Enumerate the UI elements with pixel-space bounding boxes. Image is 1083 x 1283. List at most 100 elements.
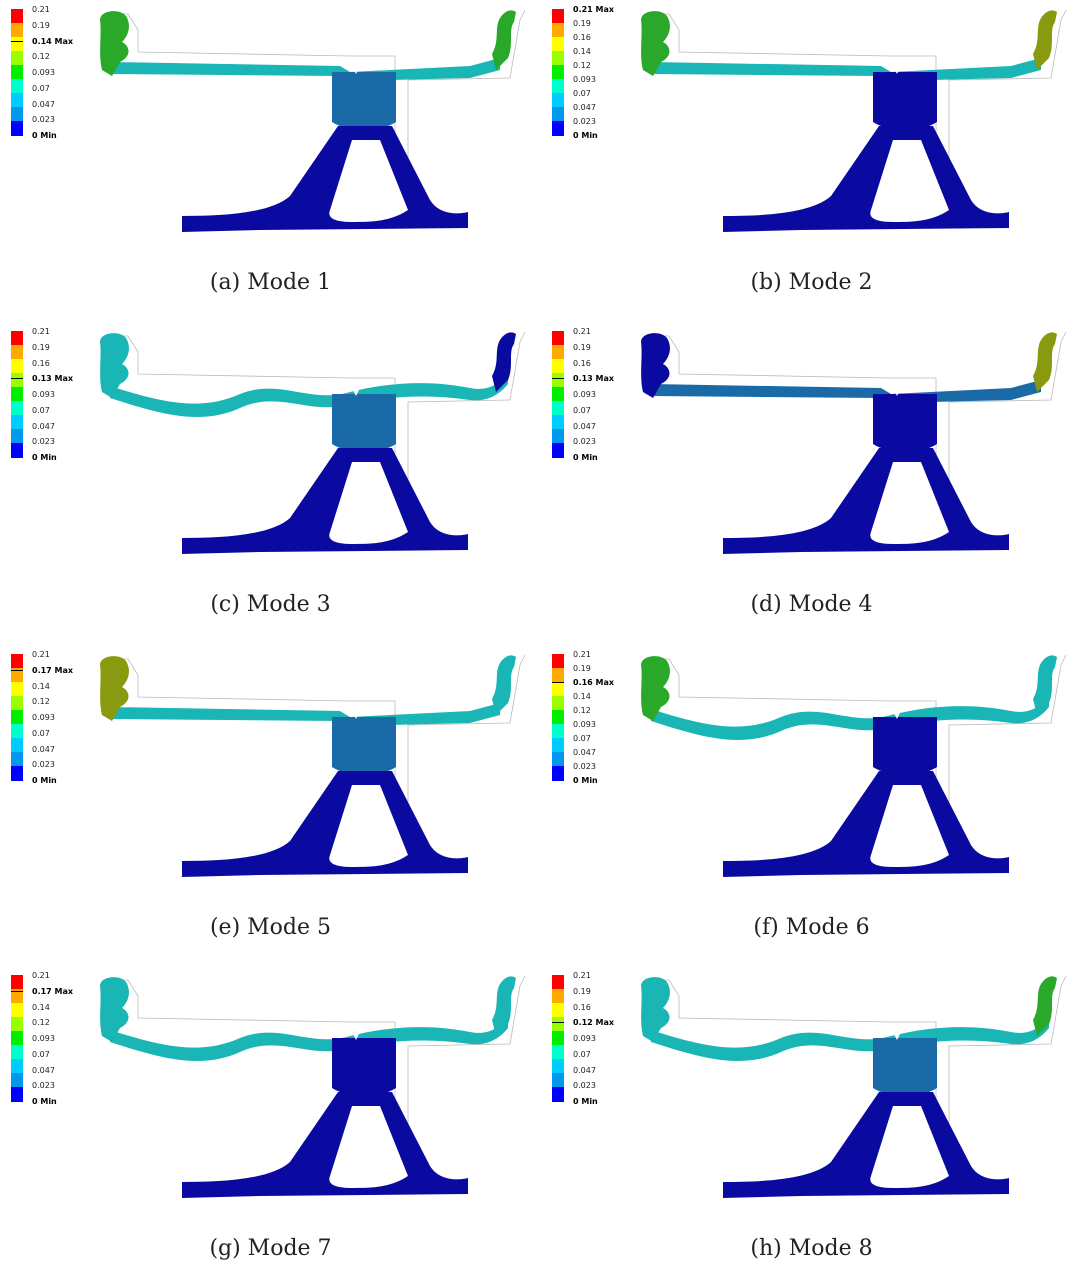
legend-swatch xyxy=(552,79,564,94)
legend-swatch xyxy=(11,331,23,346)
rim-band xyxy=(110,58,500,80)
legend-max-marker xyxy=(552,378,564,380)
wheel-cross-section xyxy=(641,654,1067,877)
legend-swatch xyxy=(552,9,564,24)
panel-caption: (d) Mode 4 xyxy=(750,592,873,617)
legend-swatch xyxy=(11,401,23,416)
legend-tick-label: 0 Min xyxy=(32,1097,57,1106)
legend-tick-label: 0.07 xyxy=(32,405,50,415)
wheel-cross-section xyxy=(100,331,526,554)
legend-tick-label: 0.023 xyxy=(573,1081,596,1091)
legend-tick-label: 0.21 xyxy=(32,327,50,336)
legend-tick-label: 0.14 xyxy=(32,1002,50,1012)
legend-tick-label: 0.093 xyxy=(573,1034,596,1043)
legend-swatch xyxy=(11,1003,23,1018)
legend-swatch xyxy=(11,668,23,683)
legend-max-marker xyxy=(11,990,23,992)
legend-tick-label: 0.023 xyxy=(573,762,596,771)
legend-tick-label: 0.07 xyxy=(32,728,50,738)
legend-swatch xyxy=(11,1017,23,1032)
legend-tick-label: 0.12 xyxy=(573,61,591,70)
hub-block xyxy=(332,72,396,130)
legend-tick-label: 0 Min xyxy=(32,776,57,785)
legend-tick-label: 0.16 xyxy=(573,1002,591,1012)
legend-tick-label: 0.17 Max xyxy=(32,986,74,996)
legend-swatch xyxy=(552,121,564,136)
spoke-web xyxy=(182,448,468,554)
legend-swatch xyxy=(552,359,564,374)
rim-notch xyxy=(352,1032,360,1040)
left-flange xyxy=(641,656,670,721)
legend-tick-label: 0.047 xyxy=(573,748,596,757)
legend-swatch xyxy=(11,373,23,388)
legend-swatch xyxy=(11,975,23,990)
legend-swatch xyxy=(11,23,23,38)
legend-swatch xyxy=(552,710,564,725)
legend-swatch xyxy=(11,121,23,136)
legend-tick-label: 0.023 xyxy=(32,437,55,447)
legend-swatch xyxy=(552,331,564,346)
legend-swatch xyxy=(552,93,564,108)
legend-swatch xyxy=(11,1031,23,1046)
legend-tick-label: 0.19 xyxy=(573,19,591,28)
hub-block xyxy=(873,1038,937,1096)
legend-tick-label: 0.023 xyxy=(32,115,55,125)
legend-swatch xyxy=(11,766,23,781)
legend-tick-label: 0.21 xyxy=(573,971,591,980)
legend-tick-label: 0.07 xyxy=(573,734,591,743)
legend-swatch xyxy=(552,415,564,430)
legend-tick-label: 0.093 xyxy=(32,68,55,77)
spoke-web xyxy=(723,126,1009,232)
legend-swatch xyxy=(552,1031,564,1046)
legend-swatch xyxy=(552,696,564,711)
right-flange xyxy=(1033,10,1057,70)
legend-swatch xyxy=(552,975,564,990)
legend-swatch xyxy=(552,107,564,122)
legend-swatch xyxy=(552,345,564,360)
rim-notch xyxy=(352,66,360,74)
legend-tick-label: 0.093 xyxy=(32,713,55,722)
legend-tick-label: 0.047 xyxy=(573,1065,596,1075)
rim-notch xyxy=(893,66,901,74)
undeformed-outline xyxy=(104,654,526,817)
undeformed-outline xyxy=(645,331,1067,494)
legend-swatch xyxy=(552,1045,564,1060)
rim-band xyxy=(110,1018,508,1061)
legend-tick-label: 0.19 xyxy=(32,20,50,30)
legend-swatch xyxy=(11,696,23,711)
legend-max-marker xyxy=(11,669,23,671)
legend-tick-label: 0.047 xyxy=(32,99,55,109)
legend-swatch xyxy=(552,989,564,1004)
panel-caption: (f) Mode 6 xyxy=(753,915,870,940)
legend-swatch xyxy=(552,1087,564,1102)
legend-swatch xyxy=(552,387,564,402)
legend-tick-label: 0 Min xyxy=(573,776,598,785)
right-flange xyxy=(492,332,516,392)
wheel-cross-section xyxy=(100,975,526,1198)
legend-swatch xyxy=(11,654,23,669)
panel-caption: (a) Mode 1 xyxy=(209,270,332,295)
legend-swatch xyxy=(552,724,564,739)
legend-tick-label: 0.093 xyxy=(32,390,55,399)
legend-swatch xyxy=(11,415,23,430)
legend-swatch xyxy=(552,1059,564,1074)
legend-swatch xyxy=(552,443,564,458)
legend-tick-label: 0.093 xyxy=(32,1034,55,1043)
legend-tick-label: 0 Min xyxy=(32,453,57,462)
legend-tick-label: 0.17 Max xyxy=(32,665,74,675)
legend-max-marker xyxy=(552,682,564,683)
legend-tick-label: 0.07 xyxy=(32,1049,50,1059)
legend-tick-label: 0.13 Max xyxy=(32,374,74,384)
wheel-cross-section xyxy=(100,9,526,232)
undeformed-outline xyxy=(645,9,1067,172)
legend-tick-label: 0.093 xyxy=(573,720,596,729)
legend-swatch xyxy=(11,1087,23,1102)
panel-caption: (b) Mode 2 xyxy=(750,270,873,295)
legend-max-marker xyxy=(552,1022,564,1024)
